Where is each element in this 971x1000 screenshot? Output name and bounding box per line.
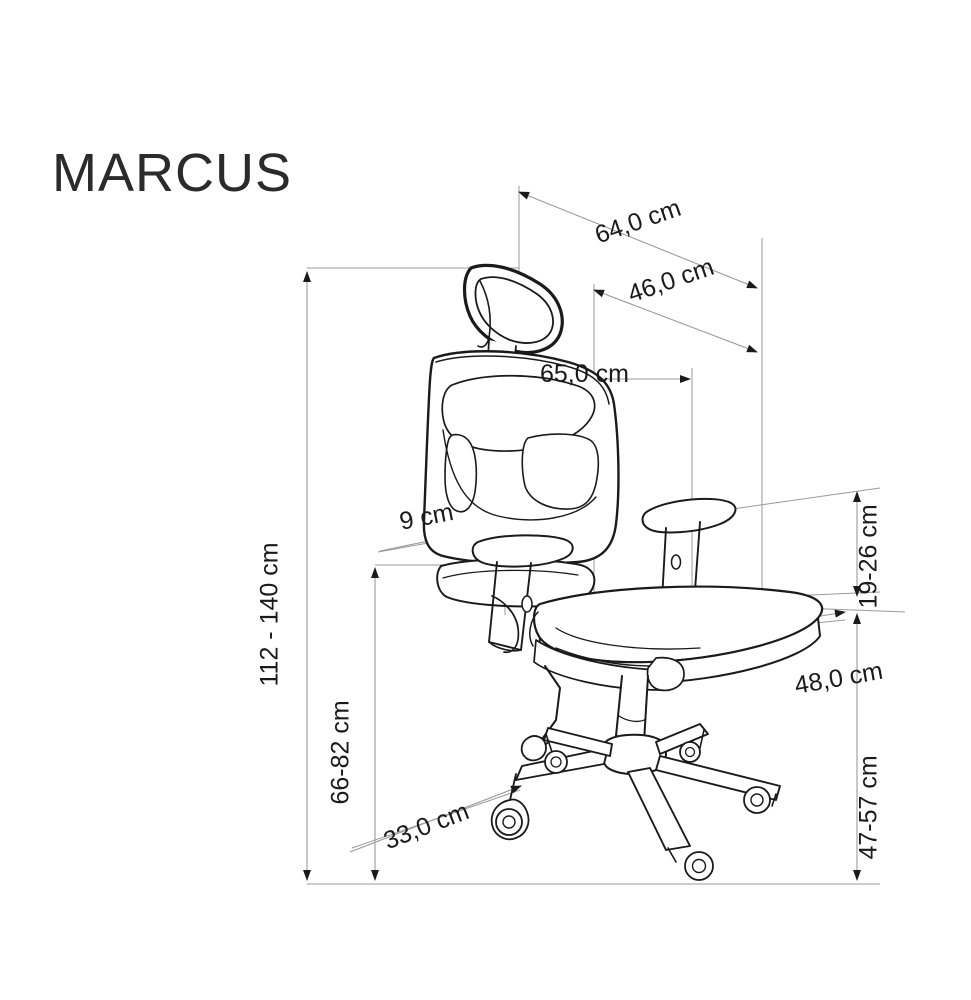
seat-left-wrap bbox=[529, 611, 539, 647]
armrest-right-button bbox=[670, 554, 682, 570]
armrest-left-button bbox=[521, 595, 533, 613]
headrest-face bbox=[477, 280, 491, 348]
tilt-lever-knob bbox=[520, 735, 547, 762]
dimension-lines bbox=[303, 191, 861, 881]
lumbar-support-line bbox=[442, 569, 579, 579]
mech-bracket-left bbox=[491, 595, 520, 654]
base-arm-front bbox=[627, 767, 691, 851]
base-arm-left-edge bbox=[515, 765, 523, 781]
armrest-left-post-side bbox=[488, 641, 522, 652]
armrest-right-pad bbox=[641, 497, 737, 534]
dimension-label-seat-height: 47-57 cm bbox=[854, 755, 883, 860]
headrest-inner bbox=[474, 276, 554, 344]
page-title: MARCUS bbox=[52, 143, 293, 203]
caster-right bbox=[771, 793, 777, 807]
gas-lift-lower bbox=[618, 715, 647, 723]
chair-illustration bbox=[422, 263, 824, 881]
base-arm-far-right bbox=[655, 723, 709, 755]
armrest-left-pad bbox=[471, 534, 574, 568]
base-arm-far-left bbox=[543, 727, 613, 757]
dimension-label-total-height: 112 - 140 cm bbox=[255, 542, 284, 687]
dimension-label-overall-width: 65,0 cm bbox=[540, 360, 629, 388]
dim-line-33 bbox=[349, 785, 522, 853]
dimension-label-backrest-height: 66-82 cm bbox=[326, 700, 355, 805]
dim-line-46 bbox=[593, 289, 758, 353]
caster-front bbox=[667, 847, 677, 863]
backrest-inner-contour bbox=[442, 429, 597, 521]
dimension-label-armrest-height: 19-26 cm bbox=[854, 504, 883, 609]
dim-line-64 bbox=[518, 191, 758, 289]
caster-far-left bbox=[545, 733, 553, 753]
seat-knob-right bbox=[646, 656, 685, 692]
backrest-top-lip bbox=[435, 355, 610, 405]
backrest-mesh-right bbox=[521, 433, 600, 510]
seat-crease bbox=[555, 627, 701, 650]
caster-far-right bbox=[699, 729, 705, 749]
gas-lift-cylinder bbox=[615, 675, 649, 743]
casters bbox=[490, 729, 777, 881]
mech-plate bbox=[555, 647, 653, 667]
backrest-mesh-left bbox=[444, 433, 478, 513]
